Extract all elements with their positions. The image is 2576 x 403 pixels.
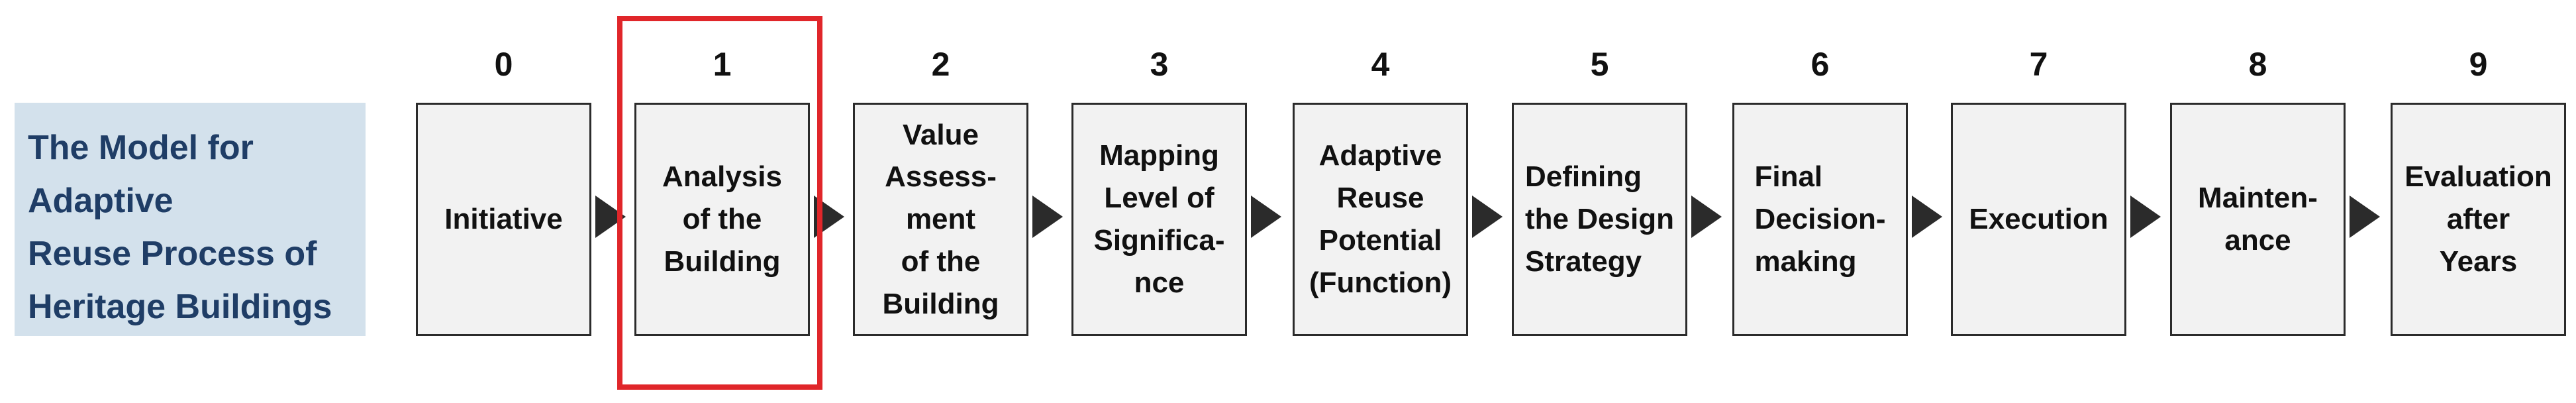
- stage-number-6: 6: [1810, 46, 1830, 83]
- stage-label-line: Level of: [1104, 182, 1214, 215]
- stage-label-line: of the: [682, 203, 762, 236]
- flow-arrow-icon: [1691, 196, 1722, 238]
- stage-number-2: 2: [931, 46, 950, 83]
- stage-label-line: Building: [882, 287, 999, 320]
- model-title-line-4: Heritage Buildings: [28, 288, 332, 326]
- stage-label-line: Final: [1754, 160, 1823, 194]
- stage-label-line: the Design: [1525, 203, 1674, 236]
- stage-number-9: 9: [2469, 46, 2488, 83]
- stage-number-1: 1: [713, 46, 732, 83]
- stage-label-line: making: [1754, 245, 1857, 278]
- stage-number-4: 4: [1371, 46, 1390, 83]
- stage-label-line: Reuse: [1336, 182, 1424, 215]
- stage-number-8: 8: [2248, 46, 2267, 83]
- flow-arrow-icon: [1032, 196, 1063, 238]
- stage-label-0: Initiative: [444, 198, 563, 241]
- stage-box-7: Execution: [1951, 103, 2126, 336]
- stage-label-line: Value: [903, 118, 979, 151]
- highlight-frame-stage-1: [617, 16, 822, 390]
- stage-number-7: 7: [2029, 46, 2048, 83]
- stage-label-line: ment: [905, 203, 976, 236]
- stage-box-0: Initiative: [416, 103, 591, 336]
- stage-label-line: Decision-: [1754, 203, 1886, 236]
- stage-label-line: Execution: [1969, 203, 2108, 236]
- stage-label-line: Strategy: [1525, 245, 1642, 278]
- flow-arrow-icon: [2130, 196, 2161, 238]
- stage-label-line: Adaptive: [1318, 139, 1442, 172]
- stage-number-5: 5: [1590, 46, 1609, 83]
- model-title-box: The Model for Adaptive Reuse Process of …: [15, 103, 366, 336]
- stage-label-8: Mainten-ance: [2198, 177, 2318, 262]
- stage-number-0: 0: [494, 46, 513, 83]
- model-title-line-1: The Model for: [28, 129, 254, 167]
- stage-label-line: ance: [2224, 224, 2291, 257]
- model-title-line-3: Reuse Process of: [28, 235, 317, 273]
- stage-label-line: Years: [2439, 245, 2518, 278]
- stage-label-line: nce: [1134, 266, 1185, 299]
- stage-label-line: Evaluation: [2404, 160, 2552, 194]
- stage-label-7: Execution: [1969, 198, 2108, 241]
- flow-arrow-icon: [1472, 196, 1503, 238]
- stage-label-line: of the: [901, 245, 981, 278]
- stage-box-8: Mainten-ance: [2170, 103, 2346, 336]
- stage-label-line: after: [2446, 203, 2510, 236]
- model-title-line-2: Adaptive: [28, 182, 173, 220]
- stage-number-3: 3: [1150, 46, 1169, 83]
- flow-arrow-icon: [1251, 196, 1281, 238]
- stage-label-line: (Function): [1309, 266, 1452, 299]
- stage-label-line: Mapping: [1099, 139, 1219, 172]
- stage-label-line: Potential: [1318, 224, 1442, 257]
- stage-label-line: Defining: [1525, 160, 1642, 194]
- flow-arrow-icon: [2350, 196, 2380, 238]
- stage-label-line: Initiative: [444, 203, 563, 236]
- stage-label-line: Building: [664, 245, 781, 278]
- flow-arrow-icon: [1912, 196, 1942, 238]
- stage-label-line: Assess-: [885, 160, 997, 194]
- stage-label-line: Mainten-: [2198, 182, 2318, 215]
- stage-label-line: Significa-: [1093, 224, 1225, 257]
- stage-label-line: Analysis: [662, 160, 782, 194]
